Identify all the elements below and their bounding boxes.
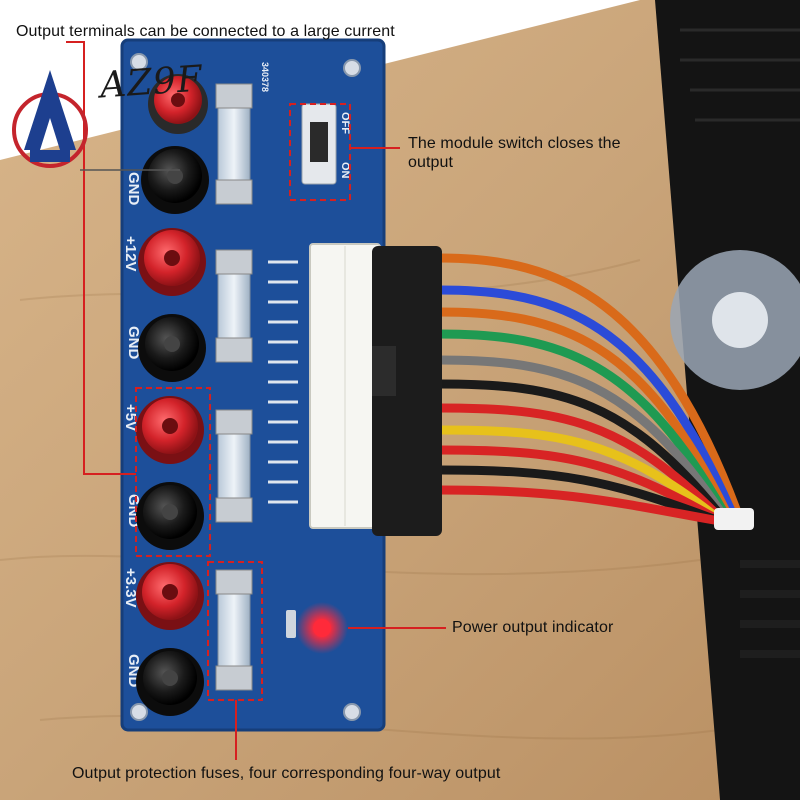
mounting-holes xyxy=(130,53,361,721)
terminal-black-1 xyxy=(141,146,209,214)
atx-plug xyxy=(372,246,442,536)
fuse-4 xyxy=(215,569,253,691)
resistor xyxy=(286,610,296,638)
highlight-5v-terminals xyxy=(135,387,211,557)
atx-cable-harness xyxy=(435,253,745,525)
leader-terminals xyxy=(66,41,136,475)
terminal-black-4 xyxy=(136,648,204,716)
callout-terminals: Output terminals can be connected to a l… xyxy=(16,23,395,40)
label-gnd-2: GND xyxy=(125,326,142,360)
terminal-red-3v3 xyxy=(136,562,204,630)
fuse-3 xyxy=(215,409,253,523)
label-gnd-1: GND xyxy=(125,172,142,206)
highlight-switch xyxy=(289,103,351,201)
label-12v: +12V xyxy=(122,236,139,271)
callout-indicator: Power output indicator xyxy=(452,619,614,636)
switch-on-label: ON xyxy=(339,162,351,179)
fuse-2 xyxy=(215,249,253,363)
terminal-red-5v xyxy=(136,396,204,464)
terminal-red-12v xyxy=(138,228,206,296)
switch-off-label: OFF xyxy=(339,112,351,134)
watermark-text: AZ9F xyxy=(98,58,205,107)
callout-switch: The module switch closes the output xyxy=(408,135,621,171)
terminal-black-2 xyxy=(138,314,206,382)
callout-fuses: Output protection fuses, four correspond… xyxy=(72,765,501,782)
watermark-emblem xyxy=(12,70,180,171)
pcb-board xyxy=(122,40,384,730)
atx-pin-row xyxy=(268,260,298,504)
terminal-black-3 xyxy=(136,482,204,550)
pc-case xyxy=(655,0,800,800)
cable-tie xyxy=(714,508,754,530)
label-5v: +5V xyxy=(122,404,139,431)
annotations xyxy=(66,41,446,760)
label-3v3: +3.3V xyxy=(122,568,139,608)
fuse-1 xyxy=(215,83,253,205)
power-led xyxy=(313,619,331,637)
terminal-red-top xyxy=(148,74,208,134)
highlight-fuse xyxy=(207,561,263,701)
board-code: 340378 xyxy=(260,62,270,92)
